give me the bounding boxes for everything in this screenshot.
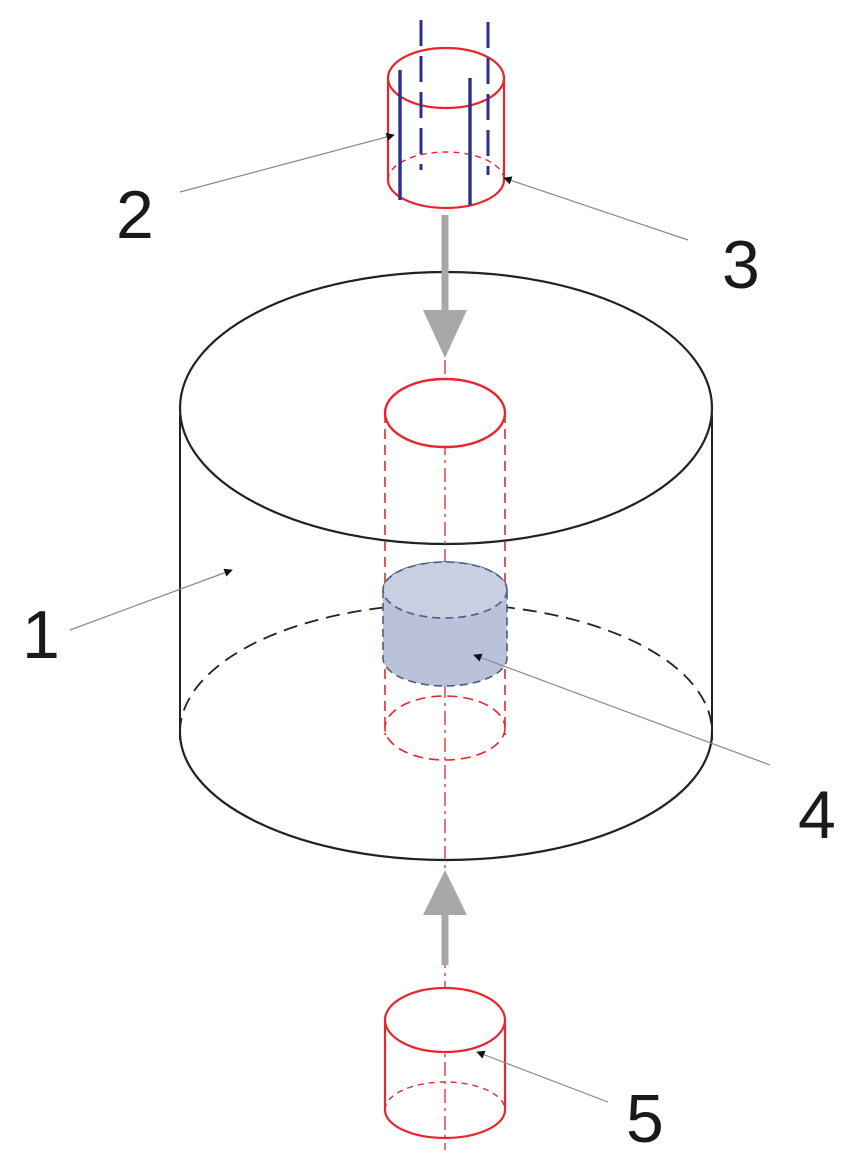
outer-cylinder-bottom-front [178, 731, 714, 862]
top-plug-bottom-back [387, 151, 505, 181]
bottom-plug [383, 986, 507, 1140]
label-2: 2 [116, 177, 154, 253]
label-1: 1 [22, 597, 60, 673]
bottom-plug-bottom-front [383, 1109, 507, 1140]
leader-4 [473, 653, 771, 766]
bore-bottom [384, 695, 506, 761]
bore-top-opening [383, 377, 507, 449]
top-plug [386, 20, 506, 210]
label-5: 5 [626, 1081, 664, 1157]
top-insert-arrow-head [423, 310, 467, 358]
bottom-insert-arrow [423, 870, 467, 965]
top-insert-arrow [423, 215, 467, 358]
leader-3 [503, 176, 689, 241]
sample-cylinder [382, 561, 508, 687]
leader-1 [69, 568, 233, 631]
leader-2 [179, 132, 395, 193]
bottom-plug-bottom-back [384, 1081, 506, 1111]
leader-lines [69, 132, 771, 1103]
central-bore [383, 377, 507, 761]
label-4: 4 [798, 777, 836, 853]
bottom-insert-arrow-head [423, 870, 467, 915]
leader-5 [476, 1050, 609, 1103]
sample-top [382, 561, 508, 619]
top-plug-bottom-front [386, 179, 506, 210]
bottom-plug-top [383, 986, 507, 1054]
label-3: 3 [722, 227, 760, 303]
